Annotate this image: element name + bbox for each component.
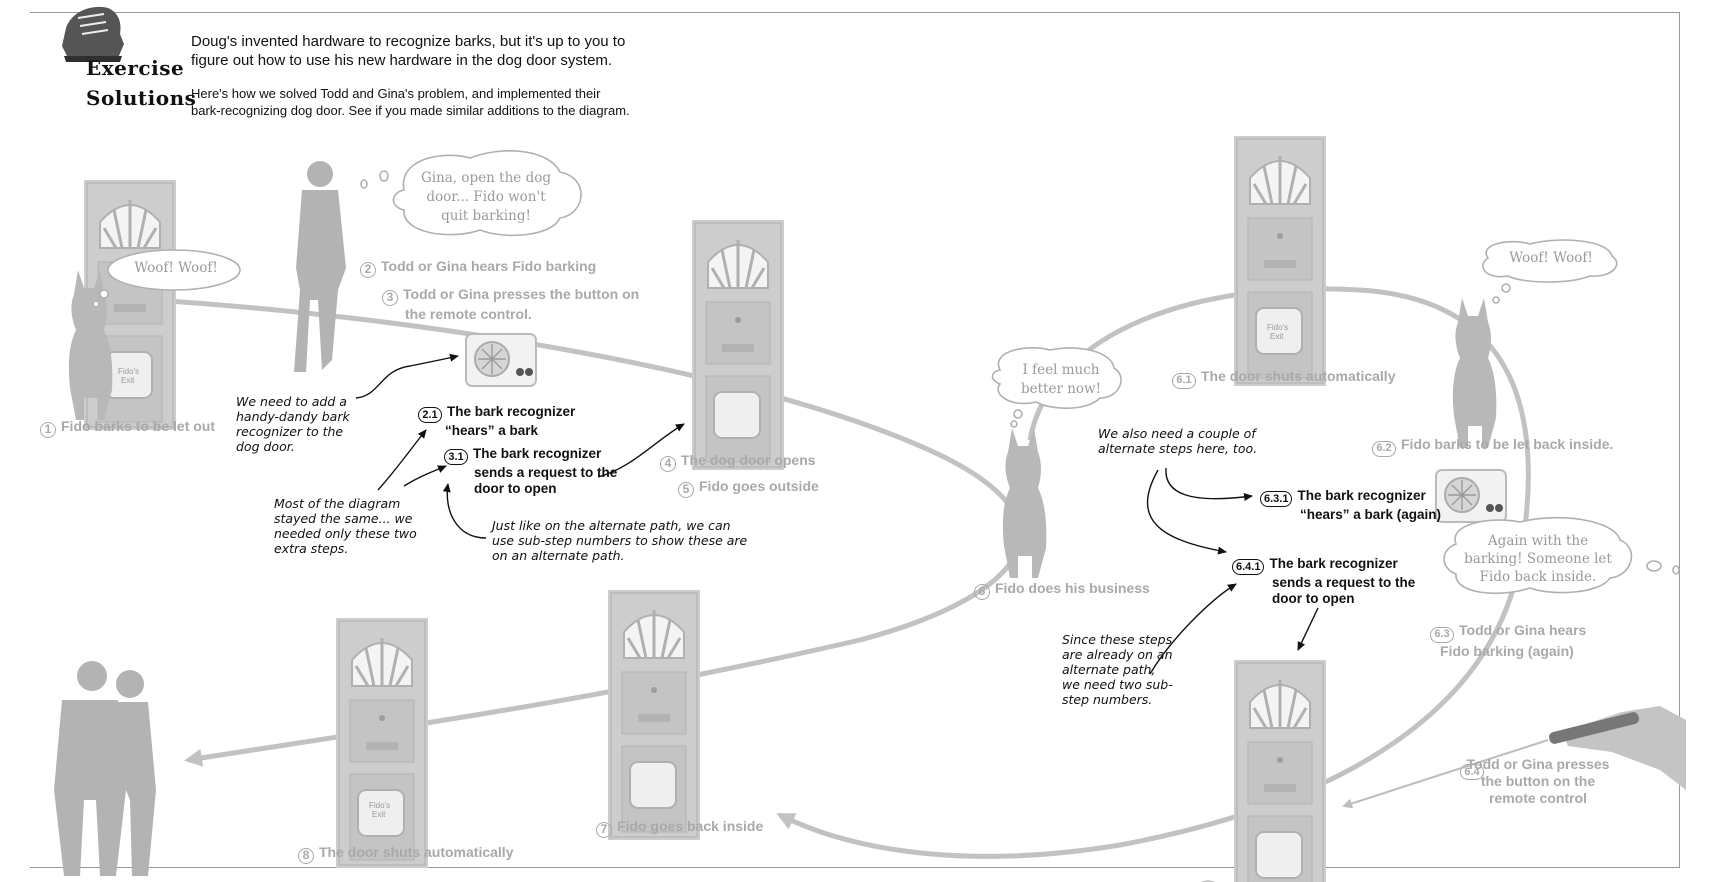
door-3 [334, 616, 430, 870]
sneaker-icon [62, 6, 124, 62]
bark-recognizer-device-2 [1435, 469, 1507, 523]
bubble-again [1443, 516, 1680, 594]
bubble-woof-right [1482, 239, 1618, 304]
door-5 [1232, 134, 1328, 388]
exercise-title: Exercise [86, 56, 185, 80]
step-6-4-marker: 6.4 [1460, 760, 1489, 780]
dog-fido-center [1002, 428, 1047, 578]
bubble-woof-right-text: Woof! Woof! [1509, 250, 1593, 266]
svg-text:Exit: Exit [372, 810, 386, 819]
bubble-gina [360, 150, 582, 237]
todd-and-gina-figures [54, 661, 156, 876]
solutions-title: Solutions [86, 86, 197, 110]
svg-text:Fido's: Fido's [369, 801, 390, 810]
cut-off-step-marker [1200, 880, 1216, 882]
annotation-arrows [355, 353, 1319, 675]
bubble-feel-better [991, 347, 1122, 428]
hand-with-remote [1548, 706, 1686, 790]
intro-line-1: Doug's invented hardware to recognize ba… [191, 33, 626, 50]
door-2 [690, 218, 786, 472]
door-6 [1232, 658, 1328, 882]
intro-line-3: Here's how we solved Todd and Gina's pro… [191, 86, 601, 101]
bark-recognizer-device-1 [465, 333, 537, 387]
svg-text:Fido's: Fido's [1267, 323, 1288, 332]
remote-arrow [1342, 739, 1549, 809]
svg-text:Exit: Exit [1270, 332, 1284, 341]
intro-line-2: figure out how to use his new hardware i… [191, 52, 613, 69]
todd-figure [294, 161, 346, 372]
dog-fido-right [1452, 298, 1497, 448]
page-frame [30, 12, 1680, 868]
bubble-woof-left [92, 249, 241, 308]
return-loop-arrow [776, 286, 1531, 859]
svg-text:Fido's: Fido's [118, 367, 139, 376]
bubble-woof-left-text: Woof! Woof! [134, 260, 218, 276]
intro-line-4: bark-recognizing dog door. See if you ma… [191, 103, 630, 118]
door-4 [606, 588, 702, 842]
svg-text:Exit: Exit [121, 376, 135, 385]
door-signs: Fido's Exit Fido's Exit Fido's Exit [118, 323, 1288, 819]
